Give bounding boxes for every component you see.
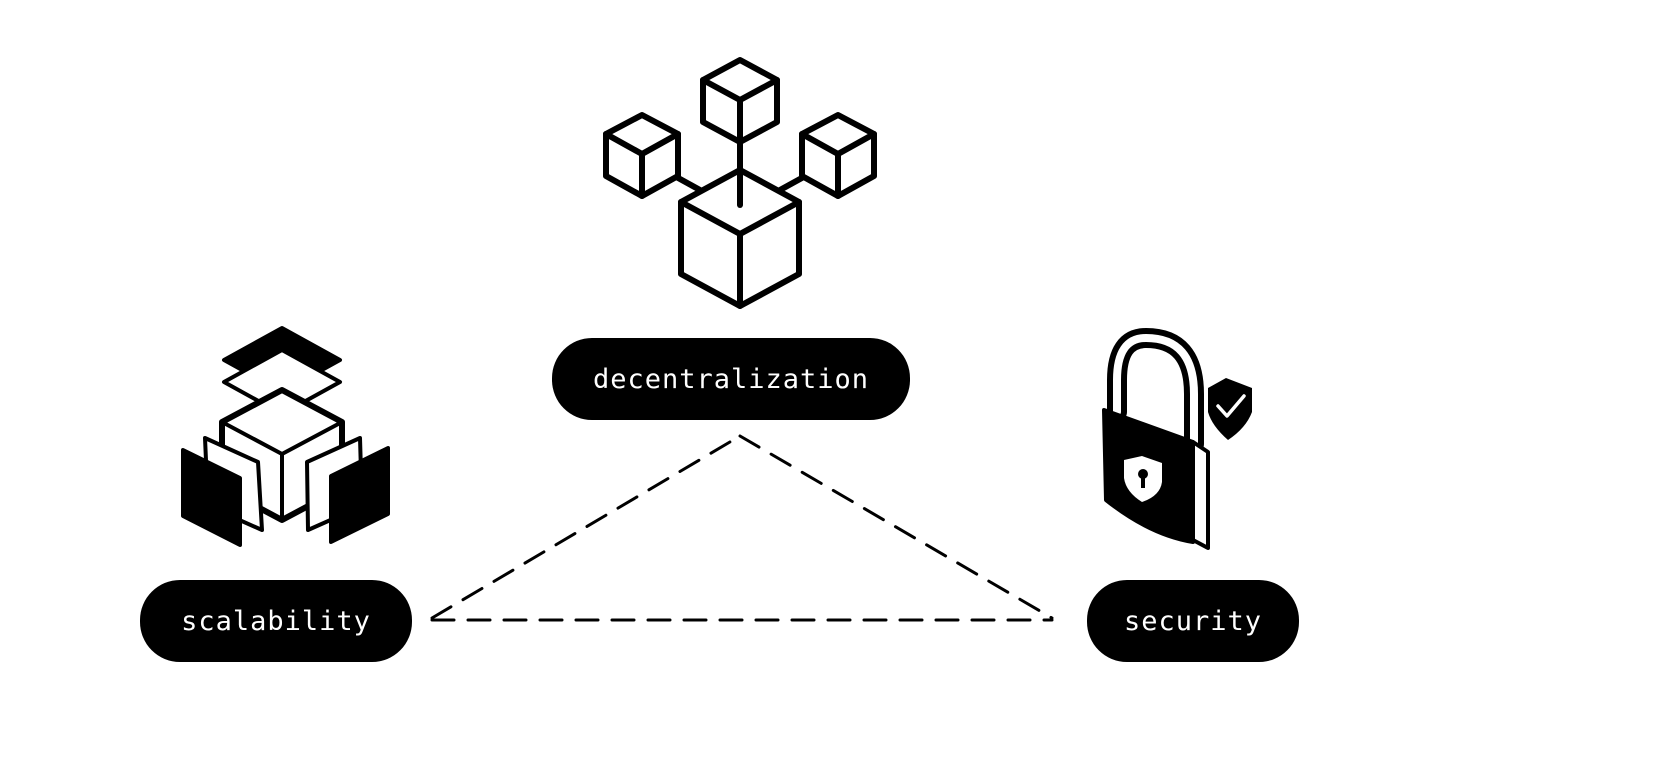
stacked-layers-cube-icon — [181, 326, 390, 547]
security-label: security — [1087, 580, 1299, 662]
network-cubes-icon — [603, 57, 877, 309]
padlock-shield-icon — [1102, 328, 1252, 550]
connector-scalability-decentralization — [430, 434, 742, 620]
decentralization-label: decentralization — [552, 338, 910, 420]
connector-decentralization-security — [738, 434, 1054, 620]
scalability-label: scalability — [140, 580, 412, 662]
triangle-connectors — [430, 434, 1054, 622]
